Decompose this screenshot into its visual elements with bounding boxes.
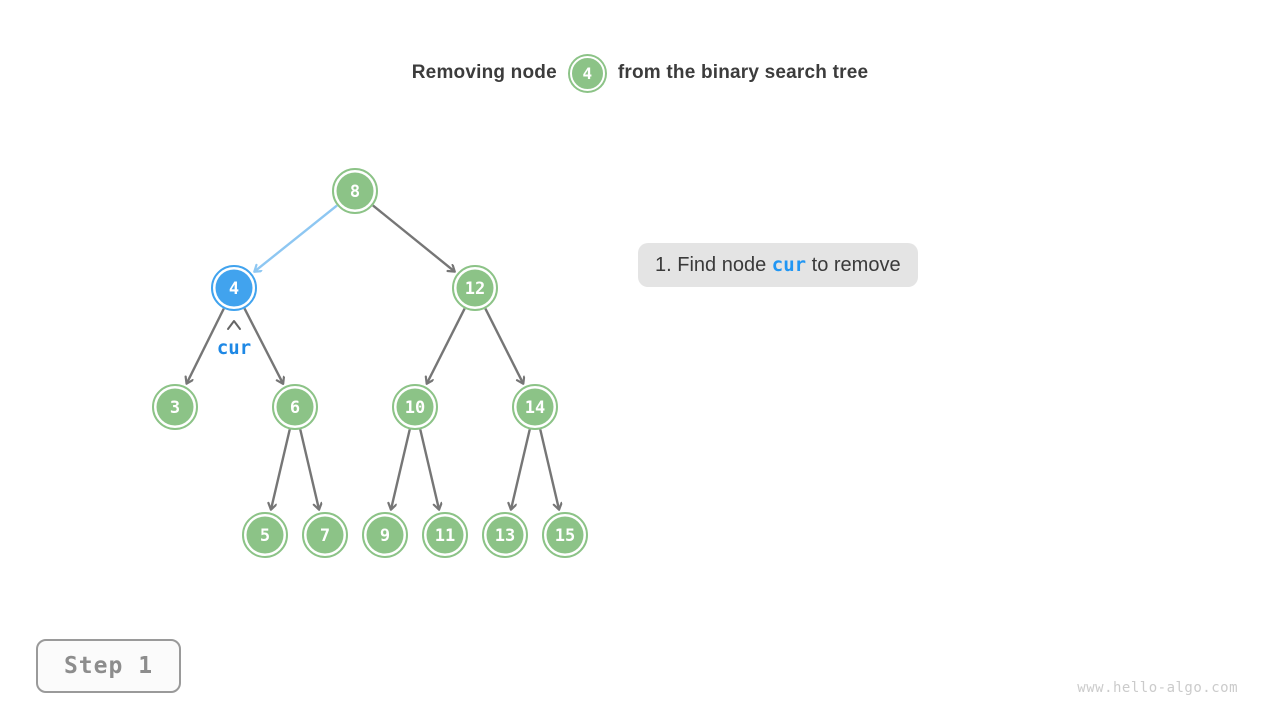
tree-node-value: 5: [260, 526, 270, 546]
tree-node-value: 7: [320, 526, 330, 546]
step-indicator: Step 1: [36, 639, 181, 693]
tree-node-value: 10: [405, 398, 425, 418]
tree-node-value: 4: [229, 279, 239, 299]
tree-node-circle: [546, 516, 584, 554]
tree-node-7: 7: [302, 512, 348, 558]
cur-pointer: cur: [217, 320, 251, 359]
tree-node-value: 6: [290, 398, 300, 418]
tree-node-outer-ring: [152, 384, 198, 430]
tree-node-outer-ring: [512, 384, 558, 430]
title-node-value: 4: [582, 63, 593, 83]
step-indicator-label: Step 1: [63, 653, 154, 679]
tree-edge-10-9: [391, 429, 411, 509]
tree-node-9: 9: [362, 512, 408, 558]
callout-suffix: to remove: [806, 254, 901, 276]
tree-node-outer-ring: [362, 512, 408, 558]
tree-node-value: 13: [495, 526, 515, 546]
tree-node-11: 11: [422, 512, 468, 558]
tree-edge-6-7: [299, 429, 319, 509]
title-node-badge: 4: [569, 55, 605, 91]
tree-node-value: 14: [525, 398, 545, 418]
tree-node-value: 9: [380, 526, 390, 546]
tree-node-circle: [366, 516, 404, 554]
tree-node-circle: [276, 388, 314, 426]
tree-node-circle: [246, 516, 284, 554]
tree-node-value: 3: [170, 398, 180, 418]
tree-node-outer-ring: [422, 512, 468, 558]
tree-node-circle: [306, 516, 344, 554]
tree-node-circle: [486, 516, 524, 554]
tree-node-8: 8: [332, 168, 378, 214]
tree-node-outer-ring: [211, 265, 257, 311]
tree-node-circle: [516, 388, 554, 426]
tree-node-circle: [426, 516, 464, 554]
tree-node-12: 12: [452, 265, 498, 311]
tree-edge-12-10: [427, 307, 466, 384]
tree-node-14: 14: [512, 384, 558, 430]
tree-edge-14-15: [539, 429, 559, 509]
tree-node-outer-ring: [332, 168, 378, 214]
callout-prefix: 1. Find node: [655, 254, 772, 276]
callout-cur-keyword: cur: [771, 254, 807, 276]
tree-node-circle: [336, 172, 374, 210]
instruction-callout: 1. Find node cur to remove: [638, 243, 918, 287]
tree-node-value: 11: [435, 526, 455, 546]
tree-node-outer-ring: [482, 512, 528, 558]
tree-node-circle: [396, 388, 434, 426]
tree-node-value: 8: [350, 182, 360, 202]
tree-edge-6-5: [271, 429, 291, 509]
tree-node-3: 3: [152, 384, 198, 430]
tree-node-outer-ring: [242, 512, 288, 558]
tree-node-outer-ring: [272, 384, 318, 430]
tree-node-5: 5: [242, 512, 288, 558]
cur-pointer-label: cur: [217, 337, 251, 359]
tree-node-4: 4: [211, 265, 257, 311]
tree-node-value: 12: [465, 279, 485, 299]
tree-node-6: 6: [272, 384, 318, 430]
tree-node-circle: [456, 269, 494, 307]
tree-node-outer-ring: [452, 265, 498, 311]
title-suffix: from the binary search tree: [617, 62, 869, 83]
title-prefix: Removing node: [411, 62, 557, 83]
tree-node-circle: [156, 388, 194, 426]
page-title: Removing node 4 from the binary search t…: [0, 50, 1280, 96]
tree-edge-12-14: [484, 307, 523, 384]
tree-node-outer-ring: [392, 384, 438, 430]
tree-edge-8-12: [372, 204, 455, 271]
watermark: www.hello-algo.com: [1077, 680, 1238, 696]
tree-node-outer-ring: [302, 512, 348, 558]
tree-edge-4-6: [243, 307, 283, 383]
tree-edge-8-4: [254, 204, 338, 271]
tree-node-10: 10: [392, 384, 438, 430]
tree-edge-14-13: [511, 429, 531, 509]
tree-node-circle: [215, 269, 253, 307]
tree-node-value: 15: [555, 526, 575, 546]
tree-node-15: 15: [542, 512, 588, 558]
cur-caret-icon: [227, 320, 241, 330]
tree-node-outer-ring: [542, 512, 588, 558]
tree-edge-10-11: [419, 429, 439, 509]
tree-node-13: 13: [482, 512, 528, 558]
tree-edge-4-3: [187, 308, 225, 384]
